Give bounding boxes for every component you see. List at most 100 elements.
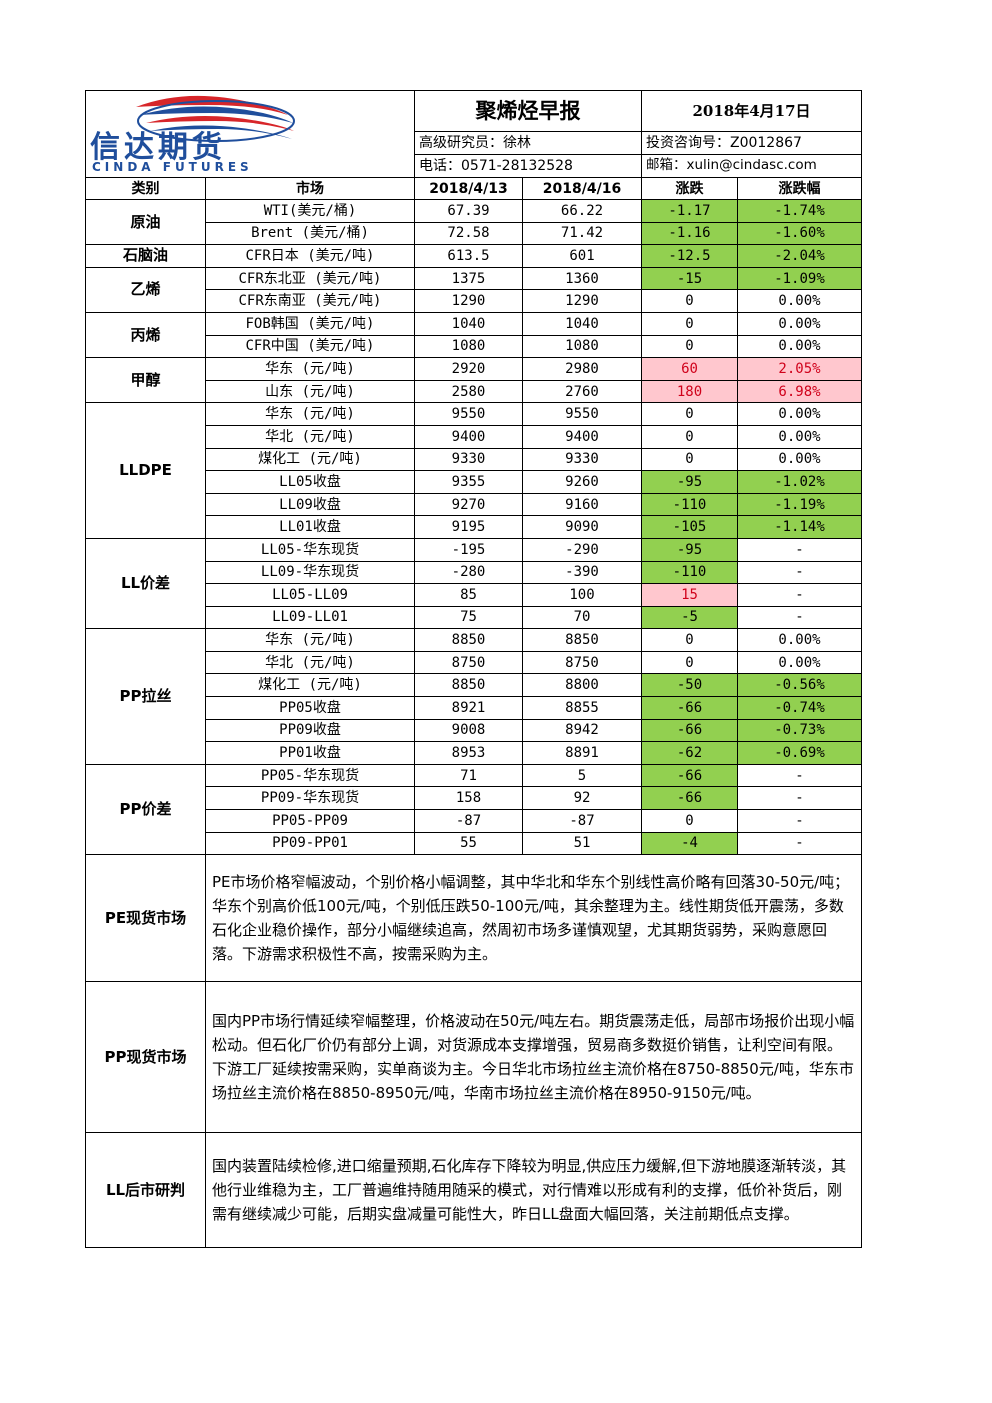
market-cell: 华东 (元/吨) [205, 402, 415, 426]
change-pct-cell: -0.69% [737, 741, 862, 765]
change-pct-cell: -0.73% [737, 718, 862, 743]
market-cell: PP09-华东现货 [205, 786, 415, 811]
market-cell: LL05-LL09 [205, 583, 415, 607]
value-date2-cell: 8800 [522, 673, 642, 698]
change-cell: -15 [641, 266, 738, 291]
value-date2-cell: 8942 [522, 718, 642, 743]
change-cell: 0 [641, 650, 738, 675]
value-date2-cell: 8891 [522, 741, 642, 765]
report-sheet: 信达期货 CINDA FUTURES 聚烯烃早报 2018年4月17日 高级研究… [85, 90, 862, 1249]
change-pct-cell: -1.14% [737, 515, 862, 539]
change-cell: 60 [641, 357, 738, 381]
market-cell: 山东 (元/吨) [205, 379, 415, 404]
value-date1-cell: 9400 [414, 424, 523, 449]
market-cell: LL09-LL01 [205, 605, 415, 630]
category-cell: LLDPE [85, 402, 206, 539]
column-header-category: 类别 [85, 177, 206, 200]
category-cell: 石脑油 [85, 244, 206, 268]
value-date2-cell: 8850 [522, 628, 642, 652]
value-date1-cell: 8850 [414, 673, 523, 698]
market-cell: 煤化工 (元/吨) [205, 447, 415, 472]
table-row: LL09-华东现货-280-390-110- [86, 560, 862, 585]
category-cell: 原油 [85, 198, 206, 246]
change-cell: 0 [641, 402, 738, 426]
logo-en-text: CINDA FUTURES [92, 160, 253, 174]
value-date1-cell: 75 [414, 605, 523, 630]
value-date2-cell: 1040 [522, 311, 642, 336]
change-pct-cell: - [737, 537, 862, 562]
value-date1-cell: 1375 [414, 266, 523, 291]
change-cell: -66 [641, 786, 738, 811]
change-cell: 0 [641, 311, 738, 336]
market-cell: LL01收盘 [205, 515, 415, 539]
value-date1-cell: 72.58 [414, 221, 523, 246]
value-date2-cell: 1290 [522, 289, 642, 313]
commentary-text: PE市场价格窄幅波动，个别价格小幅调整，其中华北和华东个别线性高价略有回落30-… [205, 854, 862, 983]
email-address: 邮箱：xulin@cindasc.com [641, 154, 862, 178]
change-cell: -95 [641, 470, 738, 494]
value-date2-cell: 8750 [522, 650, 642, 675]
change-pct-cell: - [737, 583, 862, 607]
value-date2-cell: -290 [522, 537, 642, 562]
change-pct-cell: 0.00% [737, 424, 862, 449]
value-date2-cell: 51 [522, 831, 642, 856]
value-date2-cell: 9260 [522, 470, 642, 494]
value-date2-cell: 8855 [522, 696, 642, 720]
column-header-change: 涨跌 [641, 177, 738, 200]
market-cell: WTI(美元/桶) [205, 199, 415, 223]
commentary-label: PP现货市场 [85, 981, 206, 1134]
change-cell: -66 [641, 718, 738, 743]
change-pct-cell: 0.00% [737, 628, 862, 652]
cinda-logo-icon [136, 95, 295, 142]
value-date1-cell: 55 [414, 831, 523, 856]
value-date2-cell: -87 [522, 809, 642, 833]
category-cell: 丙烯 [85, 311, 206, 359]
change-cell: -50 [641, 673, 738, 698]
license-number: 投资咨询号：Z0012867 [641, 131, 862, 155]
report-date: 2018年4月17日 [641, 90, 862, 132]
value-date2-cell: 100 [522, 583, 642, 607]
value-date2-cell: 1080 [522, 334, 642, 359]
value-date2-cell: 2760 [522, 379, 642, 404]
change-cell: -4 [641, 831, 738, 856]
market-cell: 华东 (元/吨) [205, 357, 415, 381]
value-date1-cell: 613.5 [414, 244, 523, 268]
commentary-text: 国内PP市场行情延续窄幅整理，价格波动在50元/吨左右。期货震荡走低，局部市场报… [205, 981, 862, 1134]
change-pct-cell: -1.74% [737, 199, 862, 223]
change-cell: 0 [641, 334, 738, 359]
category-cell: 甲醇 [85, 357, 206, 404]
change-cell: -1.17 [641, 199, 738, 223]
phone-number: 电话：0571-28132528 [414, 154, 642, 178]
change-cell: -1.16 [641, 221, 738, 246]
change-cell: 0 [641, 289, 738, 313]
market-cell: Brent (美元/桶) [205, 221, 415, 246]
change-cell: 0 [641, 424, 738, 449]
change-pct-cell: -1.09% [737, 266, 862, 291]
value-date2-cell: 92 [522, 786, 642, 811]
market-cell: PP05-PP09 [205, 809, 415, 833]
market-cell: 煤化工 (元/吨) [205, 673, 415, 698]
change-cell: 0 [641, 447, 738, 472]
change-cell: 0 [641, 809, 738, 833]
value-date1-cell: 1040 [414, 311, 523, 336]
value-date1-cell: 8921 [414, 696, 523, 720]
logo-cn-text: 信达期货 [90, 130, 226, 165]
market-cell: LL05收盘 [205, 470, 415, 494]
value-date2-cell: 601 [522, 244, 642, 268]
change-pct-cell: 0.00% [737, 447, 862, 472]
market-cell: CFR东北亚 (美元/吨) [205, 266, 415, 291]
change-pct-cell: - [737, 786, 862, 811]
commentary-row: PP现货市场国内PP市场行情延续窄幅整理，价格波动在50元/吨左右。期货震荡走低… [85, 981, 862, 1134]
change-pct-cell: - [737, 809, 862, 833]
commentary-text: 国内装置陆续检修,进口缩量预期,石化库存下降较为明显,供应压力缓解,但下游地膜逐… [205, 1132, 862, 1249]
value-date1-cell: 2920 [414, 357, 523, 381]
market-cell: PP05收盘 [205, 696, 415, 720]
